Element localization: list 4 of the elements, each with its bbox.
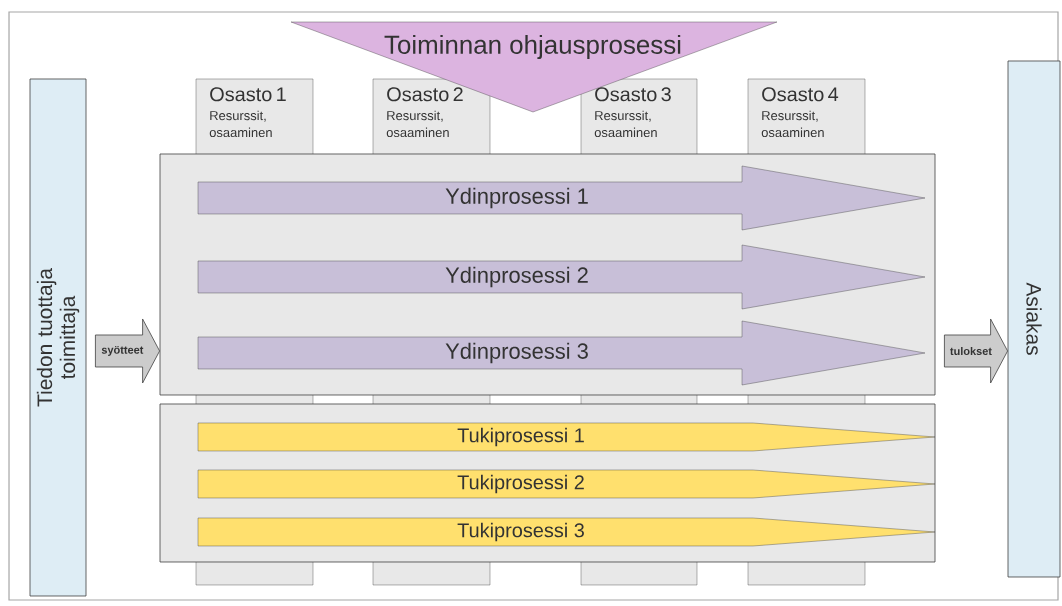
edge-label: tulokset (949, 346, 993, 356)
party-box: Asiakas (1007, 60, 1061, 578)
edge-label: syötteet (100, 345, 144, 357)
party-box: Tiedon tuottaja toimittaja (29, 78, 87, 597)
